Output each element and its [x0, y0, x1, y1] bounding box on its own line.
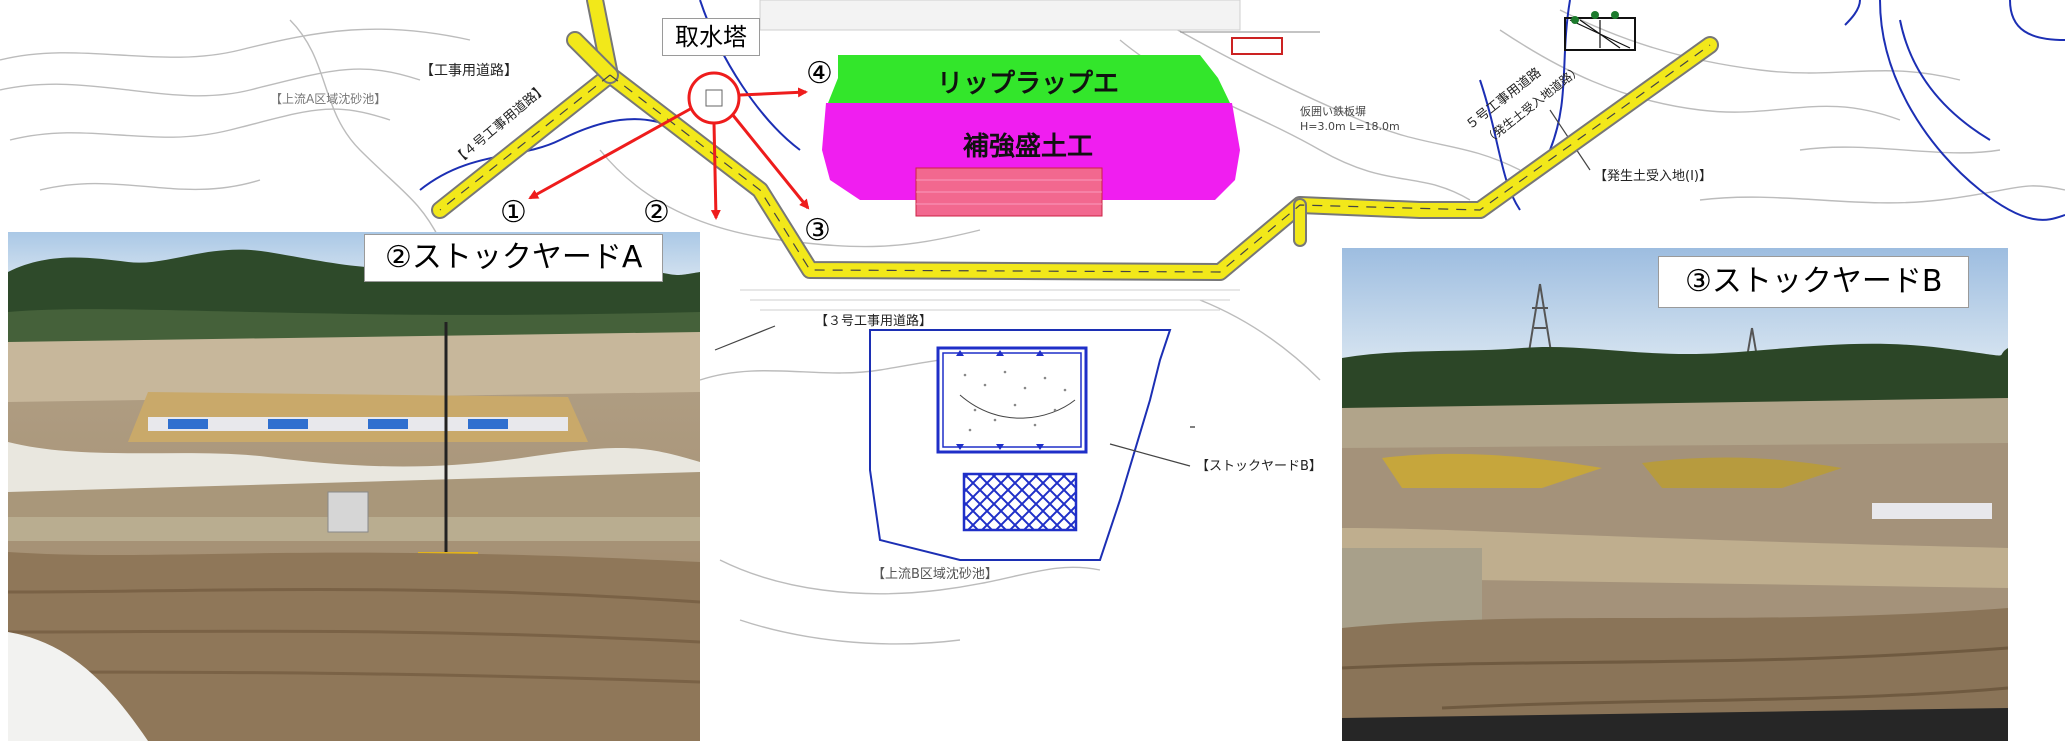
photo-stockyard-a: ②ストックヤードA	[8, 232, 700, 741]
marker-2: ②	[643, 195, 670, 230]
upstream-a-label: 【上流A区域沈砂池】	[270, 91, 386, 106]
sheetpile-spec: 仮囲い鉄板塀	[1300, 104, 1366, 118]
photo-a-scene	[8, 232, 700, 741]
leader-line-left	[714, 325, 776, 351]
sheetpile-dims: H=3.0m L=18.0m	[1300, 120, 1400, 133]
photo-b-caption: ③ストックヤードB	[1658, 256, 1970, 308]
leader-line-stockyard-b	[1109, 443, 1191, 467]
upstream-b-label: 【上流B区域沈砂池】	[872, 567, 998, 582]
sheetpile-block	[1180, 31, 1320, 55]
boundary-lines	[419, 0, 2065, 561]
photo-b-scene	[1342, 248, 2008, 741]
top-right-structure	[1564, 11, 1636, 51]
marker-4: ④	[806, 56, 833, 91]
arrow-to-2	[710, 122, 721, 220]
arrow-to-3	[730, 113, 810, 210]
riprap-label: リップラップエ	[937, 69, 1119, 99]
photo-a-caption: ②ストックヤードA	[364, 234, 664, 282]
stockyard-b-map-label: 【ストックヤードB】	[1196, 459, 1322, 474]
road3-label: 【３号工事用道路】	[815, 313, 932, 329]
marker-1: ①	[500, 195, 527, 230]
stockyard-b-drawing	[936, 346, 1088, 454]
marker-3: ③	[804, 213, 831, 248]
arrow-to-1	[528, 106, 693, 200]
arrow-to-4	[739, 87, 808, 98]
stockyard-b-crosshatch	[962, 472, 1078, 532]
reinforced-fill-label: 補強盛土工	[962, 131, 1093, 162]
road-dashes	[439, 44, 1711, 273]
dam-body	[822, 55, 1240, 217]
direction-arrows	[528, 87, 810, 220]
photo-stockyard-b: ③ストックヤードB	[1342, 248, 2008, 741]
riprap-zone	[828, 55, 1230, 103]
soil-site-label: 【発生土受入地(Ⅰ)】	[1594, 169, 1712, 184]
intake-tower-label: 取水塔	[662, 18, 760, 56]
road-construction-label: 【工事用道路】	[420, 63, 518, 79]
earthwork-hatching	[740, 0, 1241, 311]
